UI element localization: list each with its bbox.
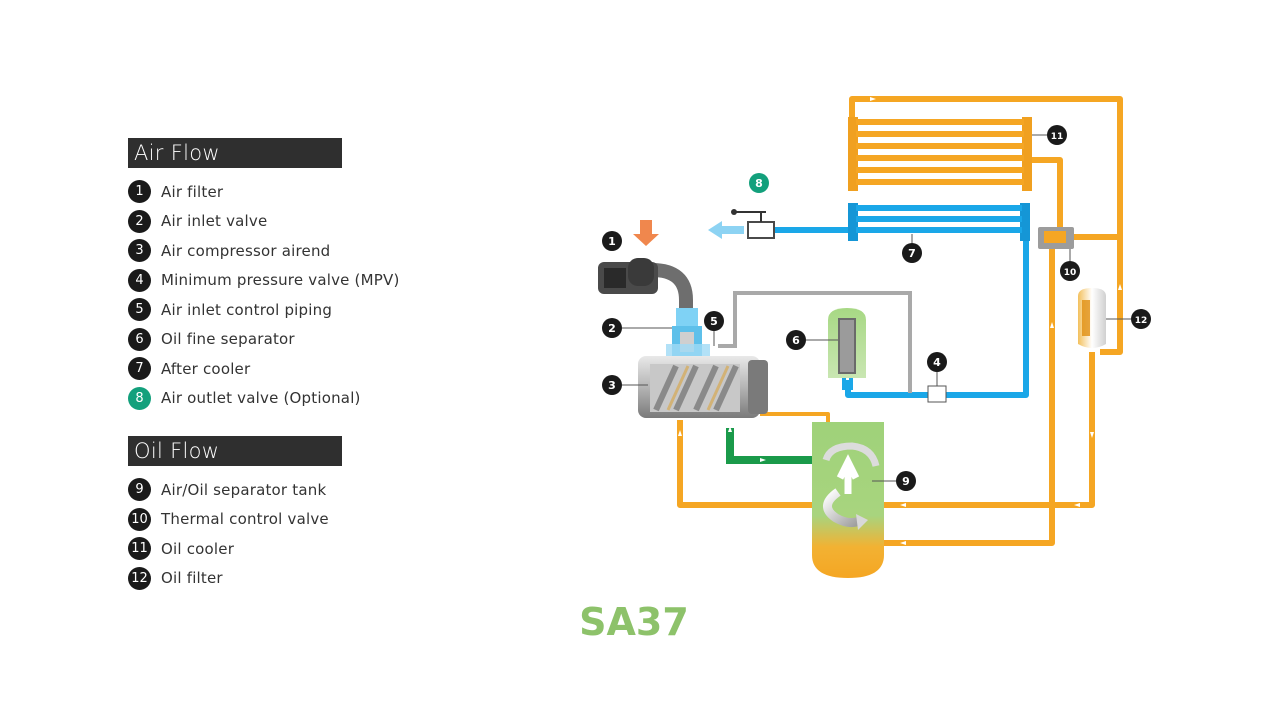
- green-pipe: [726, 428, 812, 464]
- svg-text:8: 8: [755, 177, 763, 190]
- air-pipe-cooler-mpv: [946, 230, 1029, 398]
- minimum-pressure-valve: [927, 385, 947, 403]
- swirl-arrow-bottom: [823, 488, 865, 528]
- legend-item-control-piping: 5 Air inlet control piping: [128, 295, 428, 325]
- air-flow-legend: Air Flow 1 Air filter 2 Air inlet valve …: [128, 138, 428, 413]
- inlet-arrow-icon: [633, 220, 659, 246]
- legend-label: Oil filter: [161, 569, 223, 588]
- legend-label: Air outlet valve (Optional): [161, 389, 361, 408]
- legend-label: Air compressor airend: [161, 241, 331, 260]
- legend-label: Air inlet valve: [161, 212, 268, 231]
- oil-flow-list: 9 Air/Oil separator tank 10 Thermal cont…: [128, 475, 428, 593]
- svg-text:6: 6: [792, 334, 800, 347]
- number-badge: 5: [128, 298, 151, 322]
- svg-text:7: 7: [908, 247, 916, 260]
- air-flow-header: Air Flow: [128, 138, 342, 168]
- callout-1: 1: [602, 231, 622, 251]
- air-flow-list: 1 Air filter 2 Air inlet valve 3 Air com…: [128, 177, 428, 413]
- legend-label: Air inlet control piping: [161, 300, 333, 319]
- callout-3: 3: [602, 375, 648, 395]
- legend-item-air-filter: 1 Air filter: [128, 177, 428, 207]
- oil-pipe-to-airend: [677, 420, 812, 508]
- callout-10: 10: [1060, 249, 1080, 281]
- separator-tank: [812, 422, 884, 578]
- oil-piping: [677, 96, 1123, 546]
- oil-pipe-filter-down: [884, 352, 1095, 508]
- legend-item-air-outlet-valve: 8 Air outlet valve (Optional): [128, 384, 428, 414]
- svg-text:5: 5: [710, 315, 718, 328]
- legend-item-mpv: 4 Minimum pressure valve (MPV): [128, 266, 428, 296]
- air-filter: [598, 258, 693, 310]
- svg-text:2: 2: [608, 322, 616, 335]
- legend-label: Air/Oil separator tank: [161, 480, 327, 499]
- svg-text:1: 1: [608, 235, 616, 248]
- number-badge: 11: [128, 537, 151, 561]
- legend-label: Minimum pressure valve (MPV): [161, 271, 400, 290]
- oil-pipe-top-loop: [849, 96, 1123, 355]
- number-badge: 10: [128, 507, 151, 531]
- number-badge: 4: [128, 268, 151, 292]
- legend-item-separator-tank: 9 Air/Oil separator tank: [128, 475, 428, 505]
- up-arrow: [836, 454, 860, 494]
- control-piping: [718, 291, 912, 393]
- legend-label: After cooler: [161, 359, 251, 378]
- model-title: SA37: [579, 600, 689, 644]
- legend-label: Oil fine separator: [161, 330, 295, 349]
- legend-item-airend: 3 Air compressor airend: [128, 236, 428, 266]
- number-badge: 6: [128, 327, 151, 351]
- legend-item-oil-fine-separator: 6 Oil fine separator: [128, 325, 428, 355]
- thermal-control-valve: [1038, 227, 1074, 249]
- flow-direction-marks: [678, 97, 1122, 545]
- number-badge: 9: [128, 478, 151, 502]
- number-badge: 7: [128, 357, 151, 381]
- number-badge: 2: [128, 209, 151, 233]
- callout-4: 4: [927, 352, 947, 386]
- airend: [638, 356, 768, 418]
- after-cooler: [848, 203, 1030, 241]
- svg-text:9: 9: [902, 475, 910, 488]
- svg-text:11: 11: [1051, 132, 1064, 142]
- callout-8: 8: [749, 173, 769, 193]
- legend-item-oil-cooler: 11 Oil cooler: [128, 534, 428, 564]
- legend-label: Air filter: [161, 182, 224, 201]
- number-badge-optional: 8: [128, 386, 151, 410]
- callout-9: 9: [872, 471, 916, 491]
- air-inlet-valve: [666, 308, 710, 358]
- svg-text:4: 4: [933, 356, 941, 369]
- oil-fine-separator: [828, 308, 866, 390]
- callout-12: 12: [1106, 309, 1151, 329]
- svg-text:12: 12: [1135, 316, 1148, 326]
- oil-filter: [1078, 288, 1106, 348]
- callout-7: 7: [902, 234, 922, 263]
- oil-flow-header: Oil Flow: [128, 436, 342, 466]
- oil-pipe-valve-down: [884, 246, 1055, 546]
- oil-flow-legend: Oil Flow 9 Air/Oil separator tank 10 The…: [128, 436, 428, 593]
- air-piping: [775, 227, 1029, 398]
- legend-item-oil-filter: 12 Oil filter: [128, 564, 428, 594]
- callout-11: 11: [1032, 125, 1067, 145]
- swirl-arrow-top: [822, 442, 880, 467]
- callout-5: 5: [704, 311, 724, 346]
- number-badge: 1: [128, 180, 151, 204]
- air-pipe-mpv-separator: [845, 380, 928, 398]
- legend-item-thermal-valve: 10 Thermal control valve: [128, 505, 428, 535]
- svg-text:3: 3: [608, 379, 616, 392]
- legend-label: Oil cooler: [161, 539, 235, 558]
- callout-2: 2: [602, 318, 672, 338]
- swirl-arrowhead: [856, 514, 868, 530]
- outlet-arrow-icon: [708, 221, 744, 239]
- oil-cooler: [848, 117, 1032, 191]
- number-badge: 12: [128, 566, 151, 590]
- air-outlet-valve: [731, 209, 775, 239]
- oil-pipe-cooler-return: [1028, 157, 1063, 230]
- legend-item-air-inlet-valve: 2 Air inlet valve: [128, 207, 428, 237]
- legend-label: Thermal control valve: [161, 510, 329, 529]
- number-badge: 3: [128, 239, 151, 263]
- callout-6: 6: [786, 330, 838, 350]
- svg-text:10: 10: [1064, 268, 1077, 278]
- legend-item-after-cooler: 7 After cooler: [128, 354, 428, 384]
